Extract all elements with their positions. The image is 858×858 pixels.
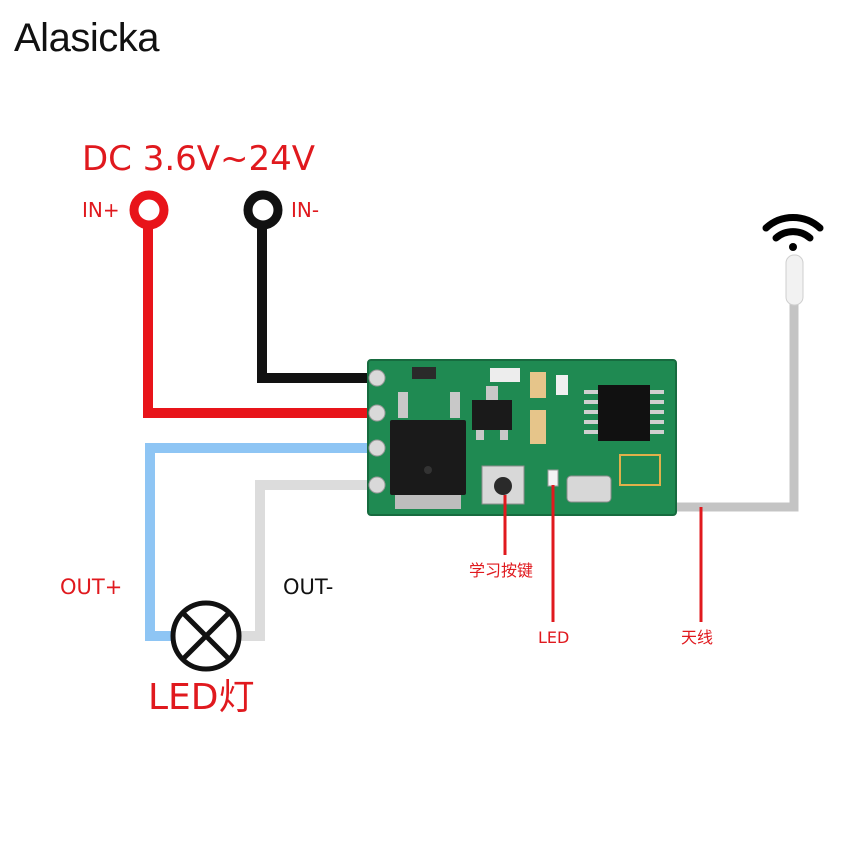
out-plus-wire xyxy=(145,443,378,641)
brand-logo: Alasicka xyxy=(14,16,159,60)
out-minus-wire xyxy=(235,480,378,641)
in-minus-terminal xyxy=(243,190,283,230)
negative-input-wire xyxy=(257,212,378,383)
wireless-signal-icon xyxy=(762,214,824,251)
learn-button-label: 学习按键 xyxy=(469,561,534,580)
led-lamp-label: LED灯 xyxy=(148,677,255,718)
out-minus-label: OUT- xyxy=(283,575,334,599)
out-plus-label: OUT+ xyxy=(60,575,123,599)
in-plus-label: IN+ xyxy=(82,198,120,222)
in-plus-terminal xyxy=(129,190,169,230)
positive-input-wire xyxy=(143,212,378,418)
supply-voltage-label: DC 3.6V~24V xyxy=(82,139,316,179)
receiver-pcb xyxy=(367,359,677,516)
in-minus-label: IN- xyxy=(291,198,320,222)
antenna-wire xyxy=(675,254,804,512)
lamp-symbol xyxy=(170,600,242,672)
led-indicator-label: LED xyxy=(538,628,570,647)
antenna-label: 天线 xyxy=(681,628,714,647)
